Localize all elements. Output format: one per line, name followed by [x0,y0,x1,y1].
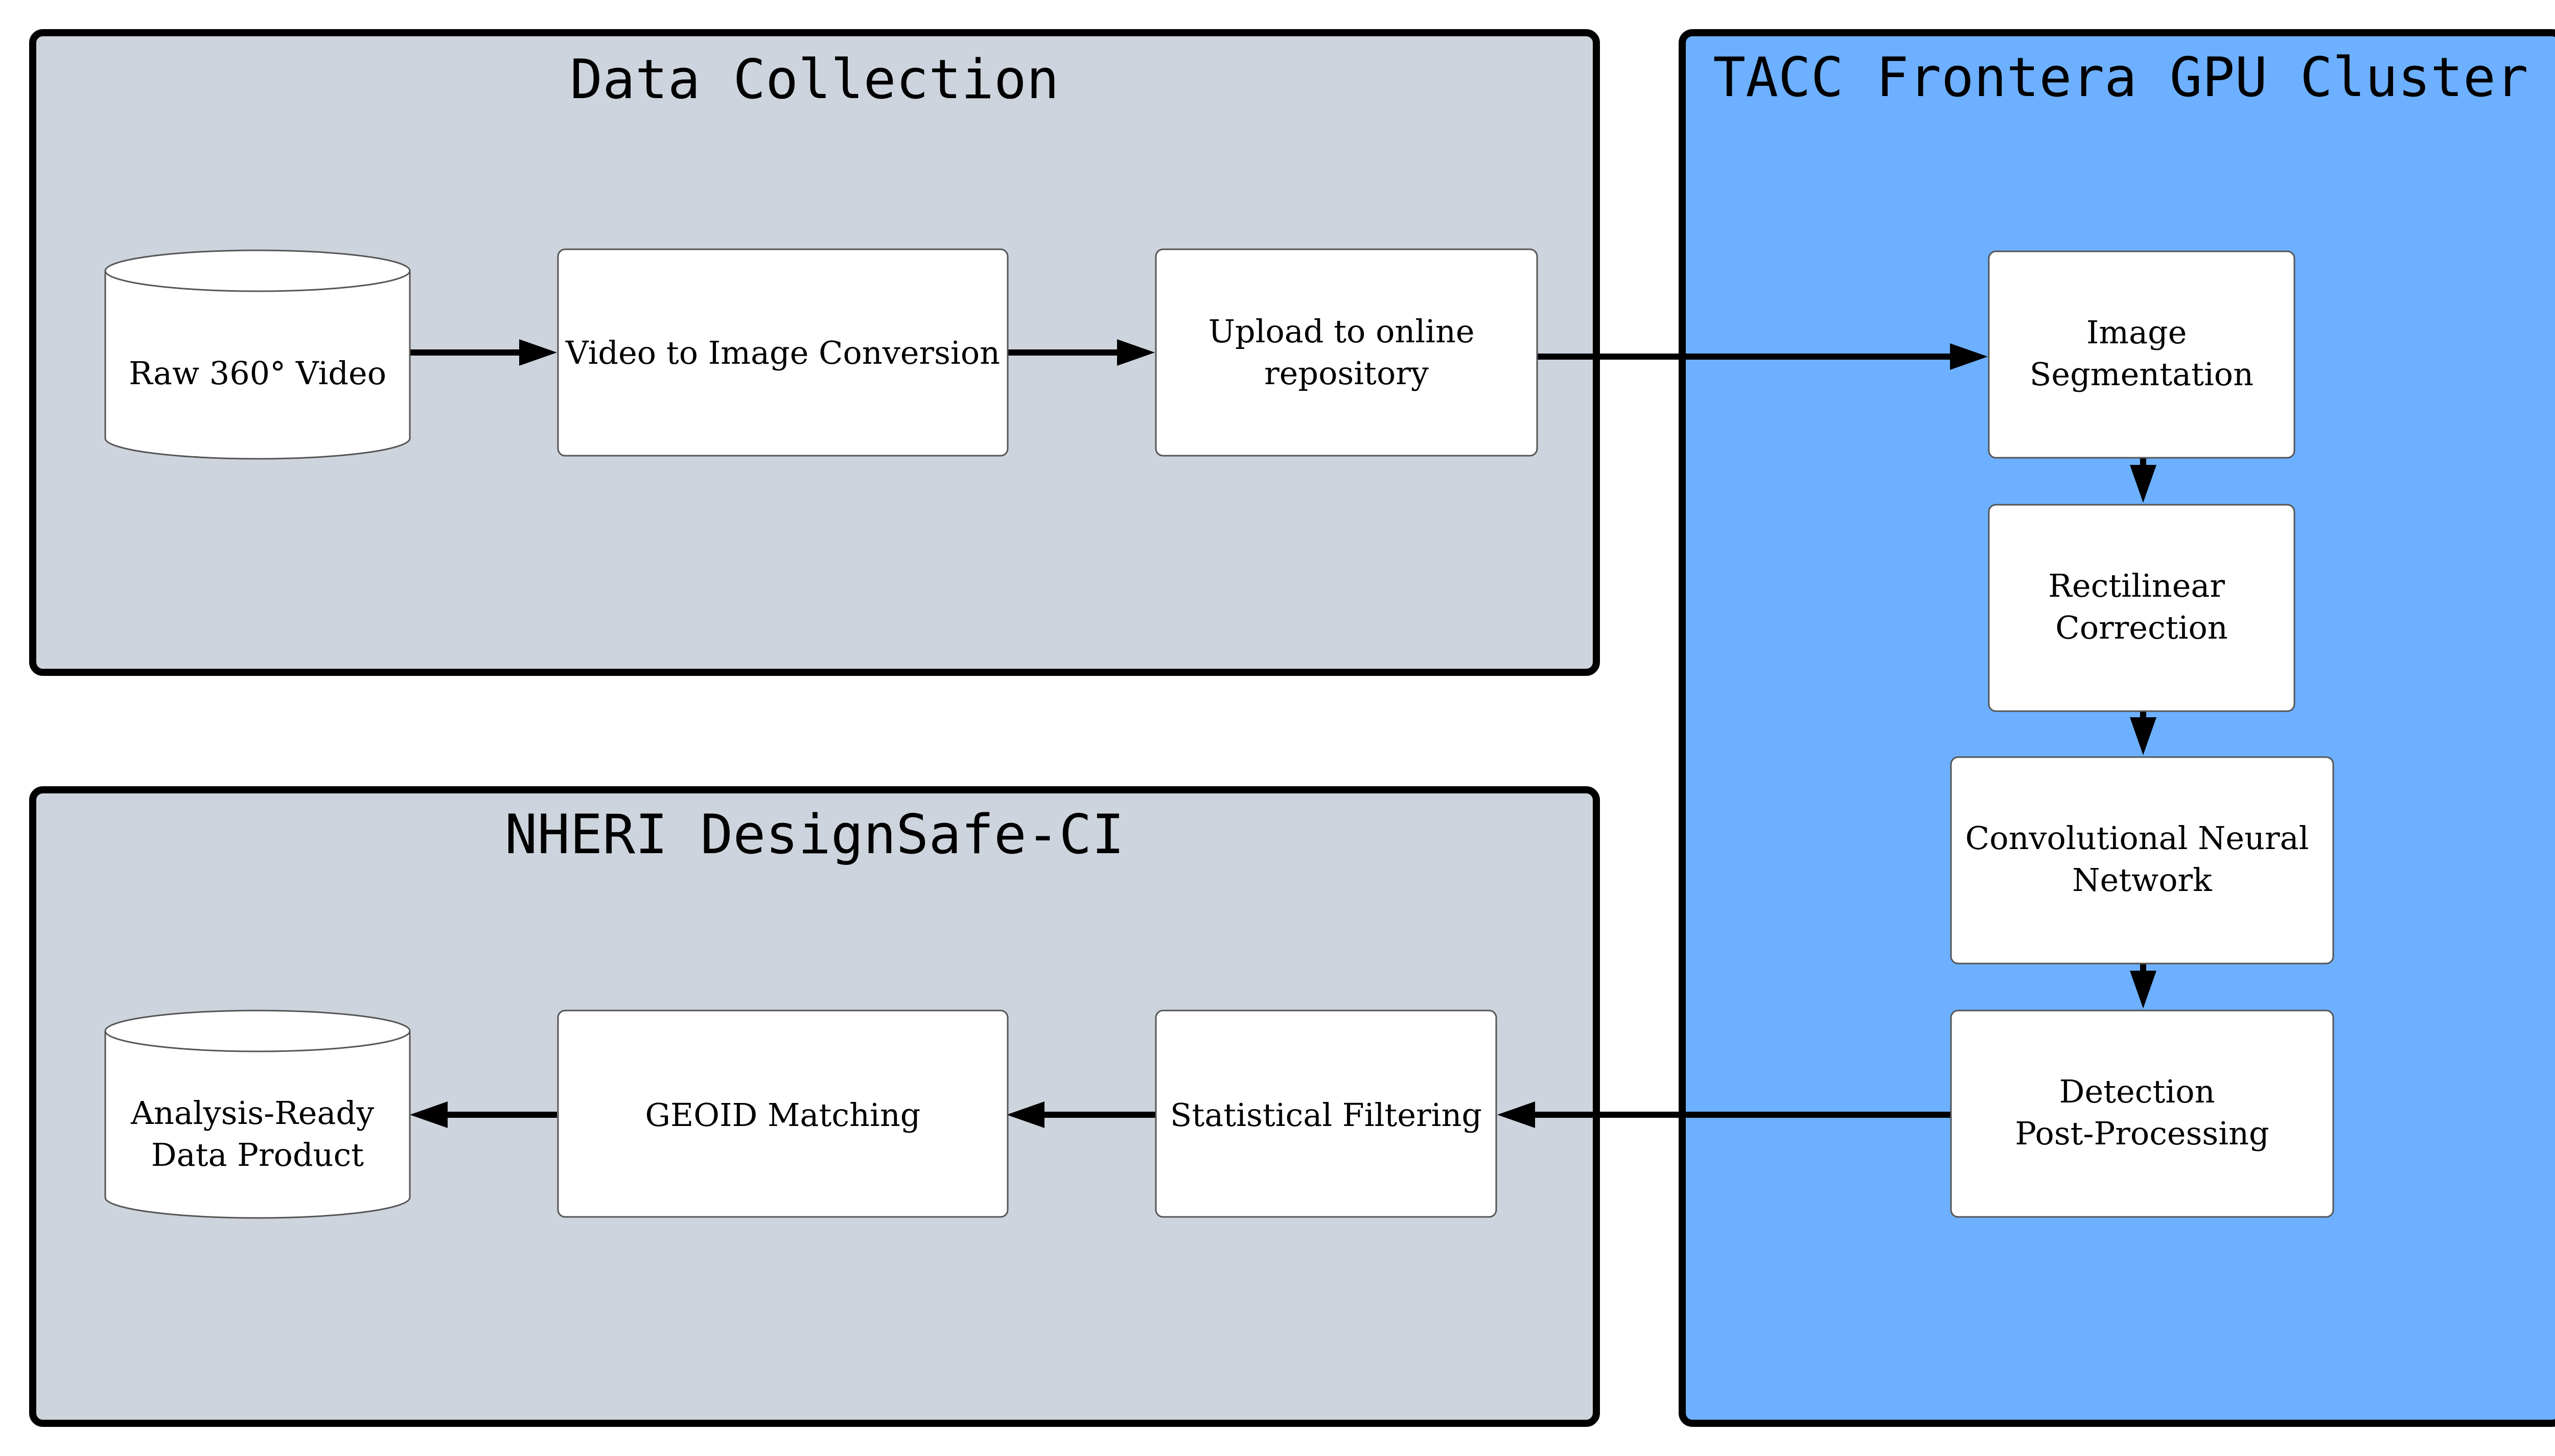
node-label-line: Post-Processing [2015,1115,2269,1152]
node-label-line: Rectilinear [2048,567,2225,604]
node-label-line: Statistical Filtering [1170,1096,1482,1134]
edge-geoid-matching-to-analysis-ready [410,1101,557,1128]
node-label: Rectilinear Correction [2048,567,2235,646]
edge-statistical-filtering-to-geoid-matching [1007,1101,1156,1128]
node-label: Upload to online repository [1209,313,1485,392]
node-video-to-image-conversion: Video to Image Conversion [557,248,1009,457]
node-detection-post-processing: Detection Post-Processing [1950,1009,2334,1218]
edge-cnn-to-post-processing [2130,964,2156,1008]
group-tacc-title: TACC Frontera GPU Cluster [1713,46,2528,109]
node-label-line: Upload to online [1209,313,1475,350]
arrow-head [1007,1101,1044,1128]
node-box [557,248,1009,457]
edge-post-processing-to-statistical-filtering [1497,1101,1952,1128]
node-label: Analysis-Ready Data Product [130,1094,384,1173]
cylinder-top [104,1009,411,1052]
edge-raw-video-to-video-to-image [409,339,557,366]
node-label: Video to Image Conversion [565,334,1000,371]
edges [409,339,2156,1128]
cylinder-shape [104,271,411,460]
node-box [1950,1009,2334,1218]
node-rectilinear-correction: Rectilinear Correction [1988,504,2295,712]
node-statistical-filtering: Statistical Filtering [1155,1009,1497,1218]
node-image-segmentation: Image Segmentation [1988,250,2295,459]
group-tacc-box [1679,29,2555,1427]
cylinder-top [104,249,411,292]
node-box [1155,1009,1497,1218]
node-label-line: Image [2086,314,2187,351]
node-label: GEOID Matching [645,1096,921,1134]
edge-segmentation-to-rectilinear [2130,458,2156,503]
edge-upload-to-segmentation [1535,343,1988,370]
group-data-collection-title: Data Collection [570,48,1059,111]
node-box [1988,250,2295,459]
node-label: Image Segmentation [2030,314,2254,393]
node-upload-to-online-repository: Upload to online repository [1155,248,1538,457]
edge-video-to-image-to-upload [1006,339,1155,366]
node-box [557,1009,1009,1218]
node-raw-video: Raw 360° Video [104,249,411,460]
node-label-line: Video to Image Conversion [565,334,1000,371]
group-tacc: TACC Frontera GPU Cluster [1679,29,2555,1427]
node-box [1155,248,1538,457]
edge-rectilinear-to-cnn [2130,711,2156,755]
node-label-line: Correction [2055,609,2227,646]
node-label-line: Detection [2059,1073,2215,1110]
node-label-line: Network [2072,861,2212,899]
arrow-head [410,1101,448,1128]
node-label-line: Raw 360° Video [129,355,386,392]
node-label-line: Data Product [151,1136,364,1173]
node-label-line: repository [1264,355,1429,392]
node-box [1950,756,2334,965]
node-convolutional-neural-network: Convolutional Neural Network [1950,756,2334,965]
node-label: Statistical Filtering [1170,1096,1482,1134]
node-label-line: GEOID Matching [645,1096,921,1134]
node-geoid-matching: GEOID Matching [557,1009,1009,1218]
arrow-head [2130,971,2156,1008]
node-label-line: Segmentation [2030,356,2254,393]
node-label: Detection Post-Processing [2015,1073,2269,1152]
arrow-head [1117,339,1155,366]
arrow-head [1950,343,1988,370]
arrow-head [1497,1101,1535,1128]
node-label-line: Analysis-Ready [130,1094,374,1132]
node-label-line: Convolutional Neural [1965,819,2309,857]
cylinder-shape [104,1031,411,1219]
group-designsafe-title: NHERI DesignSafe-CI [505,803,1125,866]
node-box [1988,504,2295,712]
arrow-head [2130,717,2156,755]
arrow-head [2130,465,2156,503]
node-label: Convolutional Neural Network [1965,819,2319,899]
arrow-head [519,339,557,366]
node-label: Raw 360° Video [129,355,386,392]
node-analysis-ready-data-product: Analysis-Ready Data Product [104,1009,411,1219]
